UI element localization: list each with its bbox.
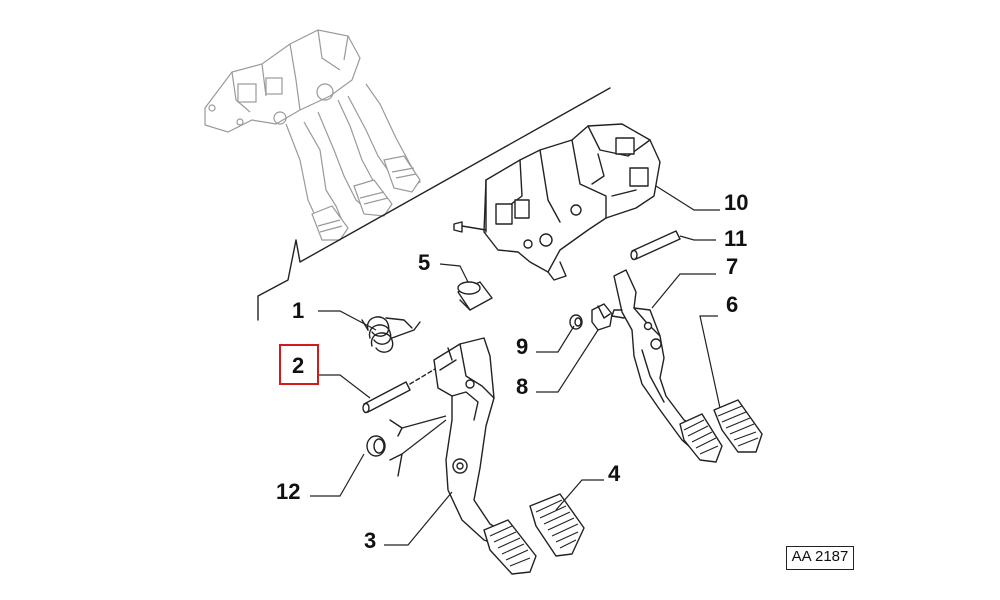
- pedal-pad-part-4: [529, 493, 585, 557]
- callout-2-highlight-box: [279, 344, 319, 385]
- leader-lines: [310, 185, 721, 546]
- pin-part-11: [630, 230, 681, 261]
- pivot-pin-part-2: [362, 365, 441, 414]
- ring-part-9: [569, 314, 583, 330]
- callout-10: 10: [724, 190, 749, 215]
- pedal-bracket-part: [453, 123, 661, 281]
- spring-part-1: [361, 316, 421, 353]
- callout-11: 11: [724, 226, 748, 251]
- callout-6: 6: [726, 292, 739, 317]
- stop-block-part-8: [591, 303, 613, 331]
- section-divider-line: [257, 87, 611, 321]
- overview-assembly-sketch: [204, 29, 421, 241]
- callout-8: 8: [516, 374, 529, 399]
- callout-1: 1: [292, 298, 305, 323]
- callout-4: 4: [608, 461, 621, 486]
- callout-12: 12: [276, 479, 301, 504]
- callout-3: 3: [364, 528, 377, 553]
- callout-9: 9: [516, 334, 529, 359]
- brake-pedal-part-7: [611, 269, 723, 463]
- clutch-pedal-part-3: [433, 337, 537, 575]
- bush-part-12: [366, 435, 386, 457]
- callout-5: 5: [418, 250, 431, 275]
- callout-7: 7: [726, 254, 739, 279]
- brake-pad-part-6: [713, 399, 763, 453]
- grouping-bracket: [389, 419, 403, 477]
- callout-2: 2: [292, 353, 305, 378]
- bushing-part-5: [457, 281, 493, 311]
- reference-code-label: AA 2187: [786, 546, 854, 570]
